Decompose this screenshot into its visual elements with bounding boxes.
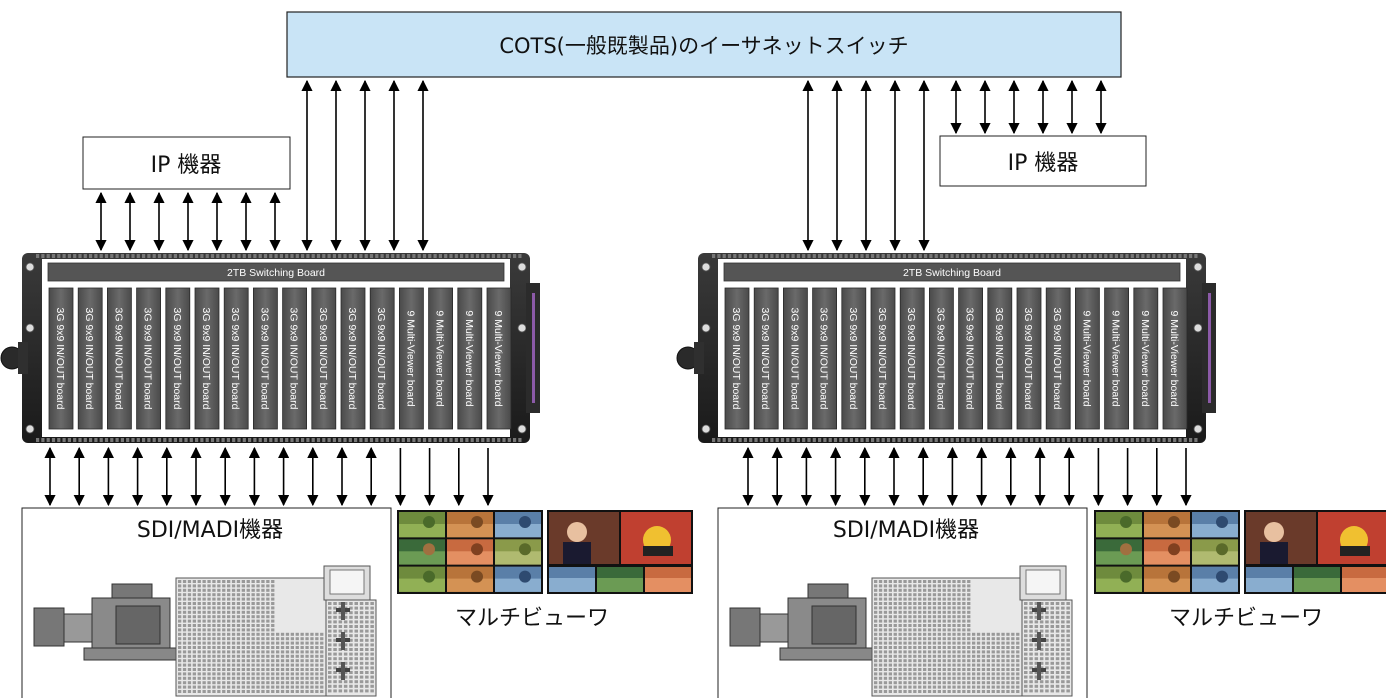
video-camera-icon (729, 583, 873, 661)
io-board-label: 3G 9x9 IN/OUT board (730, 308, 742, 410)
sdi-device-right: SDI/MADI機器 (717, 507, 1088, 698)
io-board (107, 287, 132, 430)
io-board-label: 3G 9x9 IN/OUT board (346, 308, 358, 410)
sdi-device-left: SDI/MADI機器 (21, 507, 392, 698)
io-board (1045, 287, 1071, 430)
io-board-label: 3G 9x9 IN/OUT board (993, 308, 1005, 410)
io-board-label: 3G 9x9 IN/OUT board (905, 308, 917, 410)
io-board-label: 3G 9x9 IN/OUT board (1022, 308, 1034, 410)
ip-device-right-label: IP 機器 (1008, 151, 1079, 176)
ip-device-right: IP 機器 (939, 135, 1147, 187)
video-camera-icon (33, 583, 177, 661)
io-board (194, 287, 220, 430)
multiviewer-board (1075, 287, 1100, 430)
io-board (223, 287, 249, 430)
io-board-label: 3G 9x9 IN/OUT board (142, 308, 154, 410)
multiviewer-board (398, 287, 424, 430)
io-board (77, 287, 103, 430)
multiviewer-right-label: マルチビューワ (1169, 606, 1323, 631)
multiviewer-board-label: 9 Multi-Viewer board (1080, 310, 1092, 406)
io-board (311, 287, 337, 430)
multiviewer-board-label: 9 Multi-Viewer board (492, 310, 504, 406)
io-board (812, 287, 837, 430)
io-board-label: 3G 9x9 IN/OUT board (171, 308, 183, 410)
io-board-label: 3G 9x9 IN/OUT board (200, 308, 212, 410)
io-board-label: 3G 9x9 IN/OUT board (288, 308, 300, 410)
io-board-label: 3G 9x9 IN/OUT board (847, 308, 859, 410)
io-board (870, 287, 896, 430)
router-chassis-left: 2TB Switching Board 3G 9x9 IN/OUT board 3G… (0, 253, 540, 443)
ip-device-left: IP 機器 (82, 136, 291, 190)
io-board-label: 3G 9x9 IN/OUT board (759, 308, 771, 410)
io-board (1016, 287, 1042, 430)
io-board (783, 287, 808, 430)
io-board-label: 3G 9x9 IN/OUT board (317, 308, 329, 410)
multiviewer-board (486, 287, 512, 430)
multiviewer-board (1104, 287, 1129, 430)
sdi-device-right-label: SDI/MADI機器 (833, 518, 979, 543)
io-board (753, 287, 779, 430)
io-board (958, 287, 983, 430)
connection-arrows (44, 79, 1192, 507)
multiviewer-board-label: 9 Multi-Viewer board (1168, 310, 1180, 406)
io-board (282, 287, 308, 430)
switching-board-label: 2TB Switching Board (903, 267, 1001, 279)
ip-device-left-label: IP 機器 (151, 153, 222, 178)
io-board (369, 287, 395, 430)
io-board-label: 3G 9x9 IN/OUT board (964, 308, 976, 410)
multiviewer-board-label: 9 Multi-Viewer board (434, 310, 446, 406)
io-board (340, 287, 366, 430)
camera-and-switcher-illustration (33, 565, 377, 697)
io-board-label: 3G 9x9 IN/OUT board (375, 308, 387, 410)
io-board-label: 3G 9x9 IN/OUT board (83, 308, 95, 410)
multiviewer-left-label: マルチビューワ (455, 606, 609, 631)
io-board (165, 287, 191, 430)
multiviewer-board (428, 287, 454, 430)
io-board-label: 3G 9x9 IN/OUT board (112, 308, 124, 410)
io-board-label: 3G 9x9 IN/OUT board (876, 308, 888, 410)
io-board-label: 3G 9x9 IN/OUT board (229, 308, 241, 410)
io-board (48, 287, 74, 430)
switching-board (47, 262, 505, 282)
production-switcher-icon (871, 565, 1073, 697)
sdi-device-left-label: SDI/MADI機器 (137, 518, 283, 543)
io-board (987, 287, 1013, 430)
io-board-label: 3G 9x9 IN/OUT board (788, 308, 800, 410)
multiviewer-left (397, 510, 693, 594)
io-board (252, 287, 278, 430)
io-board (136, 287, 162, 430)
io-board (841, 287, 867, 430)
multiviewer-right (1094, 510, 1386, 594)
switching-board-label: 2TB Switching Board (227, 267, 325, 279)
router-chassis-right: 2TB Switching Board 3G 9x9 IN/OUT board 3G… (676, 253, 1216, 443)
camera-and-switcher-illustration (729, 565, 1073, 697)
io-board-label: 3G 9x9 IN/OUT board (1051, 308, 1063, 410)
io-board (929, 287, 954, 430)
io-board-label: 3G 9x9 IN/OUT board (54, 308, 66, 410)
io-board-label: 3G 9x9 IN/OUT board (934, 308, 946, 410)
multiviewer-board (1162, 287, 1188, 430)
ethernet-switch-box (286, 11, 1122, 78)
multiviewer-board-label: 9 Multi-Viewer board (463, 310, 475, 406)
io-board-label: 3G 9x9 IN/OUT board (258, 308, 270, 410)
multiviewer-board (457, 287, 483, 430)
multiviewer-board-label: 9 Multi-Viewer board (404, 310, 416, 406)
multiviewer-board-label: 9 Multi-Viewer board (1110, 310, 1122, 406)
io-board (899, 287, 925, 430)
switching-board (723, 262, 1181, 282)
ethernet-switch: COTS(一般既製品)のイーサネットスイッチ (286, 11, 1122, 78)
io-board (724, 287, 750, 430)
io-board-label: 3G 9x9 IN/OUT board (818, 308, 830, 410)
multiviewer-board (1133, 287, 1159, 430)
ethernet-switch-label: COTS(一般既製品)のイーサネットスイッチ (499, 34, 908, 58)
production-switcher-icon (175, 565, 377, 697)
multiviewer-board-label: 9 Multi-Viewer board (1139, 310, 1151, 406)
